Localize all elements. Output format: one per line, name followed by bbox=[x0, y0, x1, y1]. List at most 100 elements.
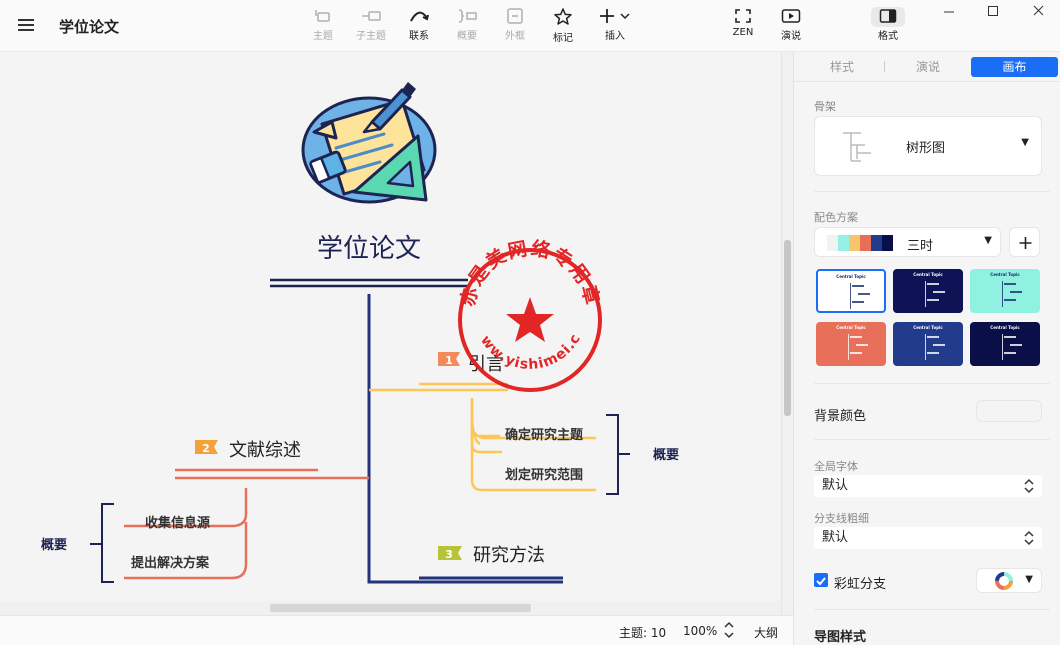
vertical-scrollbar[interactable] bbox=[781, 52, 793, 615]
topic-icon bbox=[315, 10, 330, 22]
updown-icon bbox=[1024, 477, 1034, 504]
summary-icon bbox=[458, 9, 477, 23]
bg-color-label: 背景颜色 bbox=[814, 409, 867, 424]
plus-icon bbox=[1019, 237, 1032, 249]
lit-children-lines bbox=[124, 488, 248, 580]
divider bbox=[814, 191, 1050, 192]
skeleton-label: 骨架 bbox=[814, 100, 836, 113]
boundary-button[interactable]: 外框 bbox=[493, 6, 537, 46]
vertical-scroll-thumb[interactable] bbox=[784, 240, 791, 416]
color-scheme-swatches bbox=[827, 235, 893, 251]
color-swatch bbox=[838, 235, 849, 251]
intro-summary-brace bbox=[606, 414, 630, 495]
theme-option[interactable]: Central Topic bbox=[816, 269, 886, 313]
minimize-button[interactable] bbox=[934, 2, 964, 22]
chevron-down-icon: ▼ bbox=[984, 235, 992, 246]
color-scheme-label: 配色方案 bbox=[814, 211, 858, 224]
color-scheme-selector[interactable]: 三时 ▼ bbox=[814, 227, 1001, 257]
global-font-value: 默认 bbox=[822, 478, 849, 493]
lit-branch-number: 2 bbox=[202, 442, 210, 455]
maximize-icon bbox=[988, 6, 998, 16]
intro-child-2[interactable]: 划定研究范围 bbox=[505, 467, 583, 483]
tree-structure-icon bbox=[843, 132, 871, 162]
branch-width-value: 默认 bbox=[822, 530, 849, 545]
tab-present[interactable]: 演说 bbox=[915, 60, 940, 74]
mindmap-canvas[interactable]: 学位论文 1 引言 确定研究主题 划定研究范围 概要 2 文献综述 bbox=[0, 52, 793, 615]
present-button[interactable]: 演说 bbox=[769, 6, 813, 46]
color-swatch bbox=[827, 235, 838, 251]
close-button[interactable] bbox=[1024, 2, 1054, 22]
horizontal-scroll-thumb[interactable] bbox=[270, 604, 531, 612]
root-underline bbox=[270, 278, 468, 288]
divider bbox=[814, 439, 1050, 440]
intro-branch-label: 引言 bbox=[468, 354, 504, 375]
menu-icon[interactable] bbox=[16, 14, 38, 36]
marker-button[interactable]: 标记 bbox=[541, 6, 585, 46]
lit-branch-label: 文献综述 bbox=[229, 440, 301, 461]
topic-count: 主题: 10 bbox=[619, 626, 667, 640]
lit-branch-line bbox=[175, 468, 369, 480]
insert-button[interactable]: 插入 bbox=[593, 6, 637, 46]
color-wheel-icon bbox=[995, 572, 1013, 590]
zoom-stepper-icon[interactable] bbox=[724, 621, 734, 642]
root-topic[interactable]: 学位论文 bbox=[317, 234, 421, 264]
maximize-button[interactable] bbox=[978, 2, 1008, 22]
format-button-highlight bbox=[871, 7, 905, 27]
format-button[interactable]: 格式 bbox=[866, 6, 910, 46]
color-swatch bbox=[849, 235, 860, 251]
theme-option[interactable]: Central Topic bbox=[970, 269, 1040, 313]
theme-title: Central Topic bbox=[913, 325, 943, 330]
theme-option[interactable]: Central Topic bbox=[816, 322, 886, 366]
global-font-select[interactable]: 默认 bbox=[814, 475, 1042, 497]
lit-child-1[interactable]: 收集信息源 bbox=[145, 515, 210, 531]
horizontal-scrollbar[interactable] bbox=[0, 601, 781, 615]
lit-summary-brace bbox=[90, 503, 114, 583]
rainbow-color-picker[interactable]: ▼ bbox=[976, 568, 1042, 593]
tab-canvas[interactable]: 画布 bbox=[971, 57, 1058, 77]
color-swatch bbox=[860, 235, 871, 251]
topic-button[interactable]: 主题 bbox=[301, 6, 345, 46]
summary-button[interactable]: 概要 bbox=[445, 6, 489, 46]
rainbow-branch-label: 彩虹分支 bbox=[834, 577, 887, 592]
lit-branch[interactable]: 2 文献综述 bbox=[195, 440, 301, 461]
panel-tabs: 样式 演说 画布 bbox=[794, 52, 1060, 82]
zen-button[interactable]: ZEN bbox=[721, 6, 765, 46]
theme-title: Central Topic bbox=[836, 274, 866, 279]
intro-summary[interactable]: 概要 bbox=[653, 447, 679, 463]
updown-icon bbox=[1024, 529, 1034, 556]
add-color-scheme-button[interactable] bbox=[1009, 227, 1040, 257]
theme-option[interactable]: Central Topic bbox=[893, 269, 963, 313]
root-illustration bbox=[301, 82, 437, 204]
plus-dropdown-icon bbox=[600, 9, 630, 23]
theme-title: Central Topic bbox=[913, 272, 943, 277]
watermark-ring-text: 赤是美网络专用章 bbox=[457, 237, 603, 309]
bg-color-picker[interactable] bbox=[976, 400, 1042, 422]
theme-option[interactable]: Central Topic bbox=[970, 322, 1040, 366]
divider bbox=[814, 609, 1050, 610]
lit-child-2[interactable]: 提出解决方案 bbox=[131, 555, 210, 571]
rainbow-branch-checkbox[interactable] bbox=[814, 573, 828, 587]
theme-option[interactable]: Central Topic bbox=[893, 322, 963, 366]
intro-branch[interactable]: 1 引言 bbox=[438, 352, 504, 375]
color-scheme-value: 三时 bbox=[907, 239, 934, 254]
subtopic-button[interactable]: 子主题 bbox=[349, 6, 393, 46]
zoom-level[interactable]: 100% bbox=[683, 624, 718, 638]
divider bbox=[814, 383, 1050, 384]
relation-button[interactable]: 联系 bbox=[397, 6, 441, 46]
svg-text:赤是美网络专用章: 赤是美网络专用章 bbox=[457, 237, 605, 309]
boundary-icon bbox=[507, 8, 523, 24]
theme-title: Central Topic bbox=[836, 325, 866, 330]
methods-branch-label: 研究方法 bbox=[473, 545, 545, 566]
watermark-stamp: 赤是美网络专用章 www.yishimei.cn bbox=[0, 52, 605, 392]
tab-style[interactable]: 样式 bbox=[829, 60, 854, 74]
methods-branch[interactable]: 3 研究方法 bbox=[438, 545, 545, 566]
intro-child-1[interactable]: 确定研究主题 bbox=[505, 427, 584, 443]
check-icon bbox=[816, 577, 826, 586]
methods-branch-number: 3 bbox=[445, 548, 453, 561]
lit-summary[interactable]: 概要 bbox=[41, 537, 67, 553]
play-icon bbox=[781, 9, 801, 23]
minimize-icon bbox=[944, 11, 954, 13]
outline-button[interactable]: 大纲 bbox=[754, 626, 779, 640]
skeleton-selector[interactable]: 树形图 ▼ bbox=[814, 116, 1042, 176]
branch-width-select[interactable]: 默认 bbox=[814, 527, 1042, 549]
